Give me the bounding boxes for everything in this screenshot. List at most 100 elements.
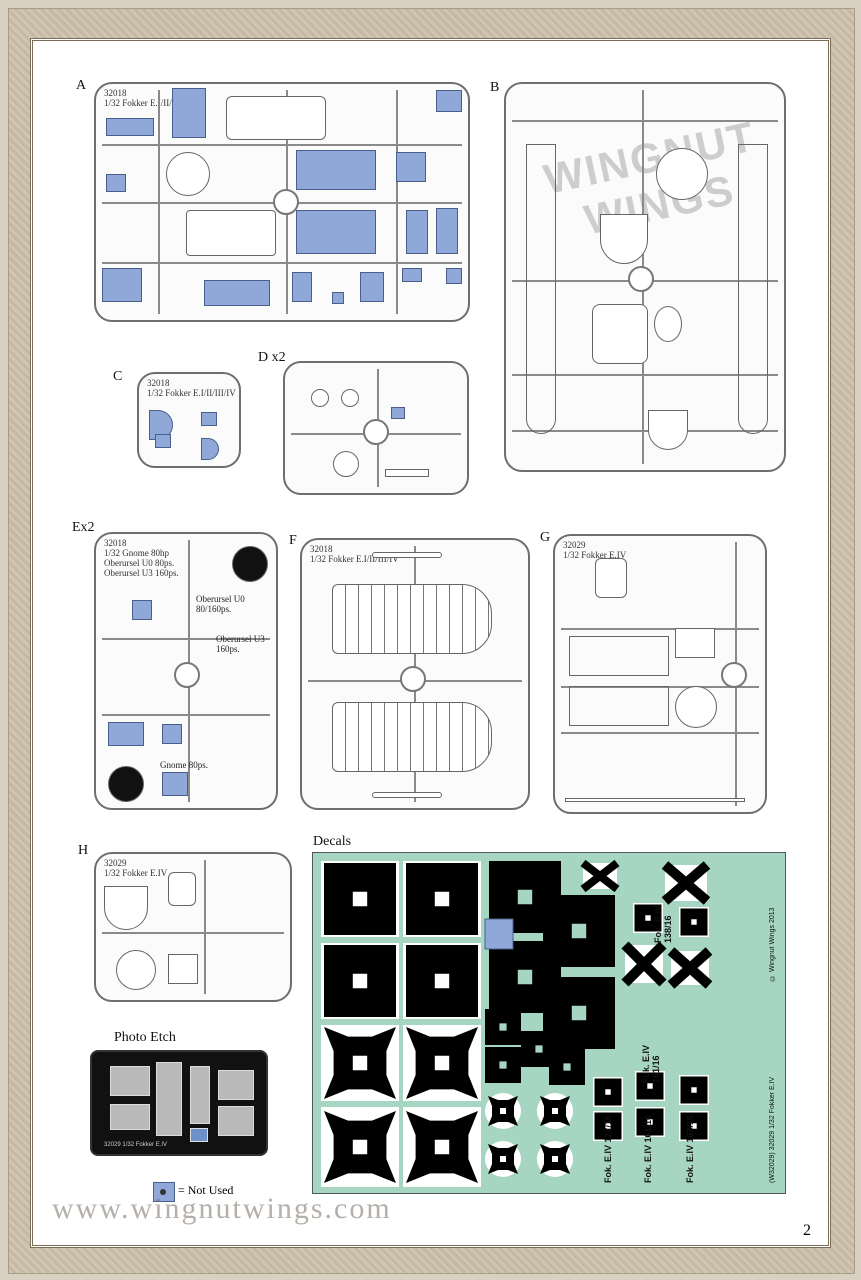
part-not-used xyxy=(102,268,142,302)
decal-artwork xyxy=(321,859,713,1187)
part-wing-lower xyxy=(332,702,492,772)
part-not-used xyxy=(446,268,462,284)
sprue-b-label: B xyxy=(490,80,500,95)
pe-code: 32029 1/32 Fokker E.IV xyxy=(104,1142,168,1148)
part xyxy=(186,210,276,256)
pe-part xyxy=(156,1062,182,1136)
sprue-h-code: 32029 1/32 Fokker E.IV xyxy=(104,858,168,878)
sprue-hub xyxy=(400,666,426,692)
photo-etch-fret: 32029 1/32 Fokker E.IV xyxy=(90,1050,268,1156)
legend-text: = Not Used xyxy=(178,1183,234,1197)
part-not-used xyxy=(106,174,126,192)
part-not-used xyxy=(296,210,376,254)
sprue-hub xyxy=(363,419,389,445)
part-fuselage-side xyxy=(526,144,556,434)
part-not-used xyxy=(436,90,462,112)
sprue-e-code: 32018 1/32 Gnome 80hp Oberursel U0 80ps.… xyxy=(104,538,179,578)
decal-product-code: (W32029) 32029 1/32 Fokker E.IV xyxy=(769,1076,776,1183)
part xyxy=(226,96,326,140)
sprue-c-label: C xyxy=(113,369,123,384)
sprue-g-code: 32029 1/32 Fokker E.IV xyxy=(563,540,627,560)
part xyxy=(166,152,210,196)
decal-sheet: Fok. E.IV 127/16 Fok. E.IV 161/16 Fok. E… xyxy=(312,852,786,1194)
sprue-c-code: 32018 1/32 Fokker E.I/II/III/IV xyxy=(147,378,236,398)
part-not-used xyxy=(108,722,144,746)
sprue-f-code: 32018 1/32 Fokker E.I/II/III/IV xyxy=(310,544,399,564)
part-not-used xyxy=(436,208,458,254)
decals-title: Decals xyxy=(313,834,352,849)
sprue-hub xyxy=(721,662,747,688)
sprue-e-note3: Gnome 80ps. xyxy=(160,760,208,770)
sprue-hub xyxy=(174,662,200,688)
part-seat xyxy=(595,558,627,598)
part-ring xyxy=(656,148,708,200)
sprue-hub xyxy=(628,266,654,292)
photo-etch-title: Photo Etch xyxy=(114,1030,176,1045)
part-cowl xyxy=(104,886,148,930)
part-not-used xyxy=(155,434,171,448)
part-propeller xyxy=(372,792,442,798)
decal-serial: Fok. E.IV 163/16 xyxy=(685,1114,695,1183)
sprue-hub xyxy=(273,189,299,215)
part-cockpit xyxy=(592,304,648,364)
part-gun xyxy=(385,469,429,477)
website-url: www.wingnutwings.com xyxy=(52,1192,392,1225)
sprue-d-label: D x2 xyxy=(258,350,286,365)
decal-serial: Fok. E.IV 161/16 xyxy=(641,1044,661,1083)
sprue-a-code: 32018 1/32 Fokker E.I/II/III/IV xyxy=(104,88,193,108)
sprue-e-note2: Oberursel U3 160ps. xyxy=(216,634,265,654)
part-not-used xyxy=(162,724,182,744)
part-not-used xyxy=(162,772,188,796)
sprue-d xyxy=(283,361,469,495)
part-frame xyxy=(569,686,669,726)
part xyxy=(168,872,196,906)
part-not-used xyxy=(201,412,217,426)
decal-copyright: © Wingnut Wings 2013 xyxy=(769,907,776,981)
sprue-g: 32029 1/32 Fokker E.IV xyxy=(553,534,767,814)
pe-part xyxy=(110,1066,150,1096)
sprue-e-note1: Oberursel U0 80/160ps. xyxy=(196,594,245,614)
sprue-a: 32018 1/32 Fokker E.I/II/III/IV xyxy=(94,82,470,322)
part-rod xyxy=(565,798,745,802)
part-not-used xyxy=(332,292,344,304)
part-not-used xyxy=(391,407,405,419)
sprue-b: WINGNUT WINGS xyxy=(504,82,786,472)
part xyxy=(116,950,156,990)
pe-part xyxy=(110,1104,150,1130)
decal-serial: Fok. E.IV 127/16 xyxy=(603,1114,613,1183)
part-cylinder-head xyxy=(108,766,144,802)
sprue-f-label: F xyxy=(289,533,297,548)
part-cowl xyxy=(600,214,648,264)
part-not-used xyxy=(204,280,270,306)
sprue-h: 32029 1/32 Fokker E.IV xyxy=(94,852,292,1002)
part-propeller xyxy=(372,552,442,558)
part-fuselage-side xyxy=(738,144,768,434)
part-not-used xyxy=(172,88,206,138)
part-instrument-panel xyxy=(675,628,715,658)
pe-part xyxy=(218,1070,254,1100)
part-not-used xyxy=(396,152,426,182)
sprue-e-label: Ex2 xyxy=(72,520,95,535)
part-not-used xyxy=(360,272,384,302)
part-wing-upper xyxy=(332,584,492,654)
part xyxy=(341,389,359,407)
part xyxy=(168,954,198,984)
sprue-e: 32018 1/32 Gnome 80hp Oberursel U0 80ps.… xyxy=(94,532,278,810)
part-seat xyxy=(654,306,682,342)
part-ring xyxy=(675,686,717,728)
sprue-c: 32018 1/32 Fokker E.I/II/III/IV xyxy=(137,372,241,468)
legend-swatch xyxy=(153,1182,175,1202)
part xyxy=(311,389,329,407)
part xyxy=(648,410,688,450)
page-number: 2 xyxy=(795,1220,819,1242)
part-not-used xyxy=(201,438,219,460)
sprue-f: 32018 1/32 Fokker E.I/II/III/IV xyxy=(300,538,530,810)
part-cylinder-head xyxy=(232,546,268,582)
part-not-used xyxy=(402,268,422,282)
part-not-used xyxy=(292,272,312,302)
part-not-used xyxy=(106,118,154,136)
decal-serial: Fok. E.IV 161/16 xyxy=(643,1114,653,1183)
part-not-used xyxy=(132,600,152,620)
part-engine xyxy=(333,451,359,477)
pe-part xyxy=(190,1066,210,1124)
